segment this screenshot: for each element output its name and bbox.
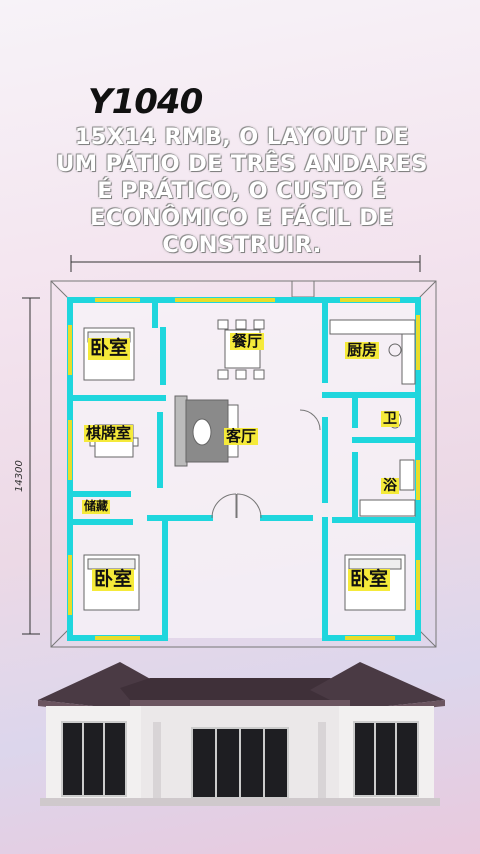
elevation-windows [61,721,419,799]
room-label-bedroom-bottom-left: 卧室 [92,568,135,591]
entrance-doors [211,409,321,519]
plan-code: Y1040 [88,82,203,122]
kitchen-counter [329,319,416,385]
room-label-dining: 餐厅 [230,332,265,351]
eaves-outline [50,280,437,648]
right-roof [310,662,445,710]
room-label-bath: 浴 [381,478,399,495]
headline: 15X14 RMB, O LAYOUT DE UM PÁTIO DE TRÊS … [56,124,428,258]
room-label-kitchen: 厨房 [345,341,380,360]
room-label-bedroom-bottom-right: 卧室 [348,568,391,591]
room-label-bedroom-top-left: 卧室 [88,337,131,360]
room-label-wc: 卫 [381,411,399,428]
room-label-living: 客厅 [224,427,259,446]
left-dimension-line [22,297,40,635]
top-dimension-line [70,255,421,272]
main-roof [120,678,360,700]
room-label-storage: 储藏 [82,499,111,514]
room-label-mahjong: 棋牌室 [84,424,134,443]
windows [68,298,420,640]
